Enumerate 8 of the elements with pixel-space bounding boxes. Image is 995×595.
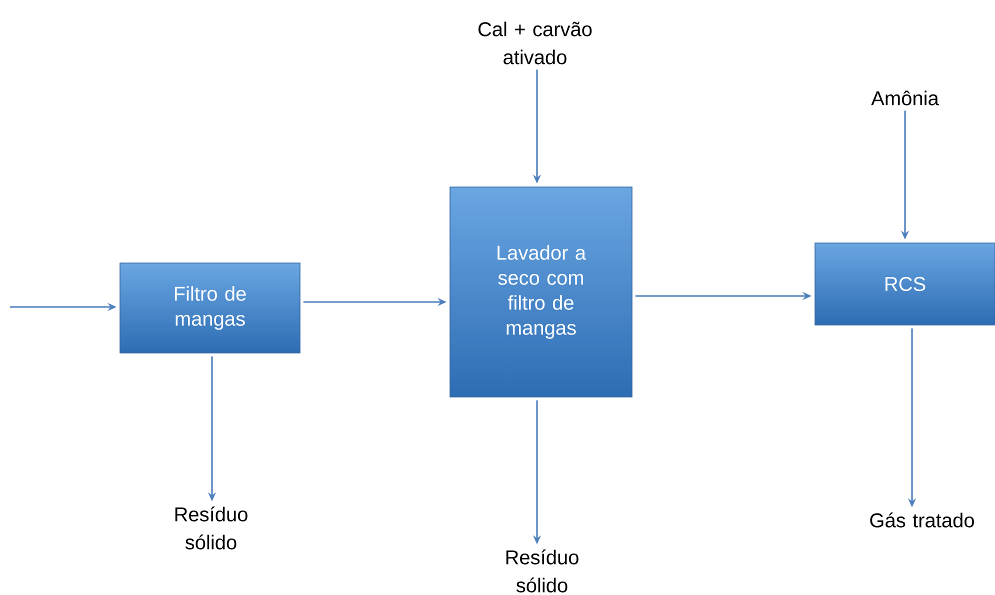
process-box: Filtro de mangas (120, 262, 300, 354)
stream-label: Amônia (871, 90, 939, 106)
process-box: RCS (814, 242, 995, 326)
process-box: Lavador a seco com filtro de mangas (450, 186, 632, 398)
stream-label: Cal + carvão ativado (478, 22, 592, 64)
stream-label: Gás tratado (870, 512, 974, 528)
stream-label: Resíduo sólido (175, 506, 248, 550)
stream-label: Resíduo sólido (506, 550, 578, 592)
